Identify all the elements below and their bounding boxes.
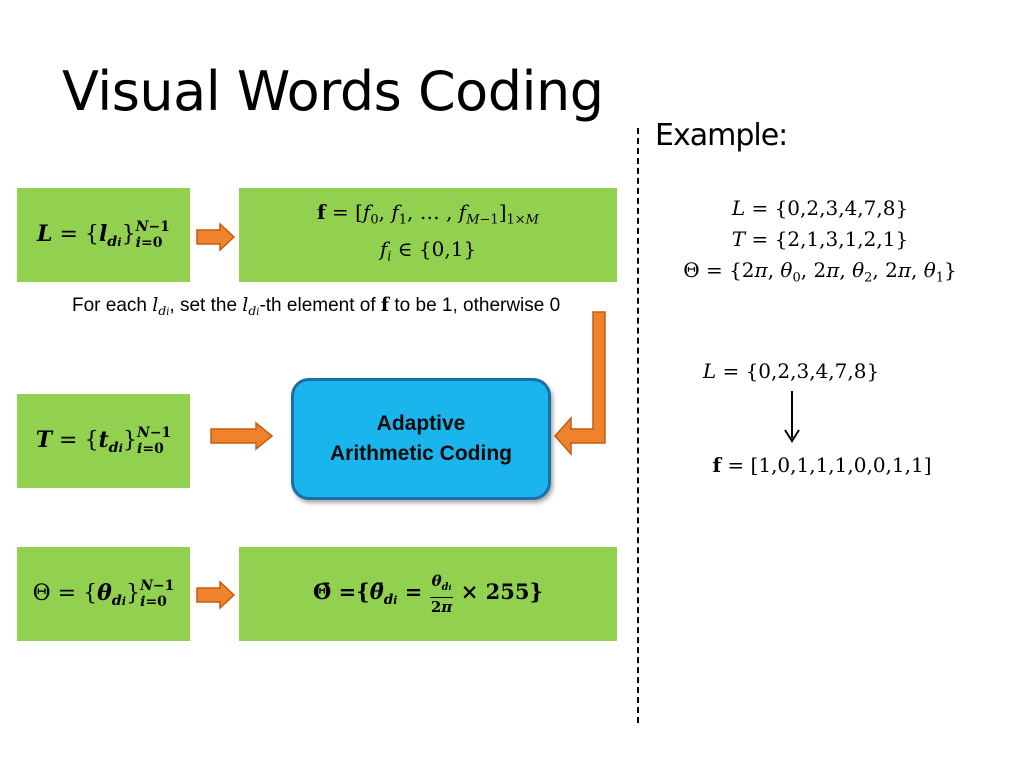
aac-line1: Adaptive (376, 412, 466, 435)
dashed-divider (637, 128, 639, 723)
f-element-domain: fi ∈ {0,1} (379, 237, 477, 265)
slide-title: Visual Words Coding (62, 60, 604, 123)
theta-bar-formula: Θ̄ ={θ̄di = θdi 2π × 255} (312, 572, 544, 616)
theta-bar-box: Θ̄ ={θ̄di = θdi 2π × 255} (239, 547, 617, 641)
example-f: f = [1,0,1,1,1,0,0,1,1] (712, 453, 932, 477)
down-arrow (784, 391, 800, 443)
arrow-Theta-to-thetabar (196, 580, 236, 610)
example-Theta: Θ = {2π, θ0, 2π, θ2, 2π, θ1} (683, 258, 957, 286)
f-vector-box: f = [f0, f1, … , fM−1]1×M fi ∈ {0,1} (239, 188, 617, 282)
arrow-f-to-aac (553, 311, 606, 456)
arrow-L-to-f (196, 222, 236, 252)
adaptive-arithmetic-coding-block: Adaptive Arithmetic Coding (291, 378, 551, 500)
example-T: T = {2,1,3,1,2,1} (731, 227, 909, 251)
aac-line2: Arithmetic Coding (330, 442, 512, 465)
example-heading: Example: (655, 118, 788, 153)
example-L-second: L = {0,2,3,4,7,8} (702, 359, 880, 383)
example-L: L = {0,2,3,4,7,8} (731, 196, 909, 220)
coding-rule-note: For each ldi, set the ldi-th element of … (72, 294, 561, 319)
arrow-T-to-aac (210, 421, 274, 451)
f-vector-definition: f = [f0, f1, … , fM−1]1×M (317, 200, 539, 228)
